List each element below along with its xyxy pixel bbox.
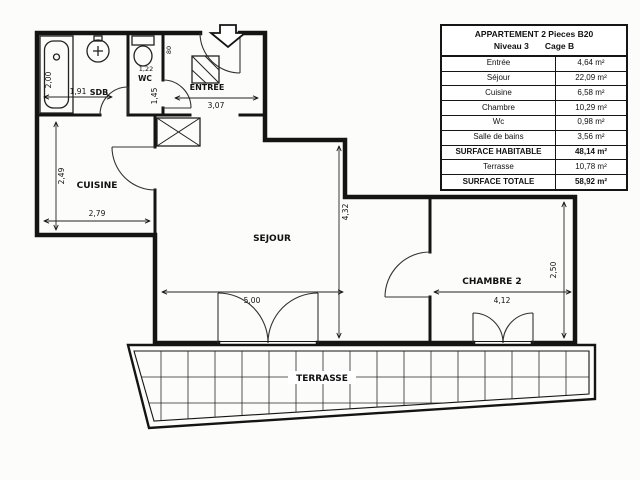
terrace-inner-edge	[133, 350, 590, 422]
sink-icon	[86, 35, 110, 63]
area-row-terrasse: Terrasse 10,78 m²	[442, 159, 626, 175]
dim-wc-depth: 80	[165, 46, 173, 54]
dim-sejour-height: 4,32	[341, 203, 350, 220]
room-area: 3,56 m²	[577, 132, 605, 142]
room-area: 6,58 m²	[577, 87, 605, 97]
terrace-tiles	[134, 351, 589, 421]
room-label-sdb: SDB	[90, 88, 109, 97]
level-label: Niveau 3	[493, 40, 529, 51]
area-row-salle-de-bains: Salle de bains 3,56 m²	[442, 129, 626, 145]
apartment-subtitle: Niveau 3 Cage B	[444, 41, 624, 53]
room-name: Séjour	[442, 71, 556, 86]
area-row-surface-habitable: SURFACE HABITABLE 48,14 m²	[442, 144, 626, 160]
apartment-title: APPARTEMENT 2 Pieces B20	[474, 29, 594, 39]
room-name: Salle de bains	[442, 130, 556, 145]
door-swings	[99, 32, 534, 344]
terrace-outer-edge	[126, 343, 597, 430]
chambre-french-door-left	[472, 312, 504, 344]
duct-shaft-icon	[191, 55, 220, 84]
room-name: SURFACE TOTALE	[442, 175, 556, 189]
sejour-french-door-right	[267, 292, 319, 344]
fixtures	[39, 35, 220, 147]
room-label-terrasse: TERRASSE	[296, 374, 348, 384]
entry-arrow-icon	[208, 24, 248, 49]
room-name: Entrée	[442, 56, 556, 71]
area-row-wc: Wc 0,98 m²	[442, 114, 626, 130]
dim-sdb-height: 2,00	[44, 71, 53, 88]
chambre-french-door-right	[502, 312, 534, 344]
chambre-door-arc	[384, 251, 431, 298]
wc-door-arc	[162, 79, 192, 109]
room-label-cuisine: CUISINE	[77, 181, 118, 191]
room-area: 48,14 m²	[574, 147, 607, 157]
dim-wc-width: 1,22	[139, 65, 153, 73]
dimension-lines	[44, 97, 571, 338]
room-area: 4,64 m²	[577, 58, 605, 68]
dim-entree-width: 3,07	[208, 101, 225, 110]
area-row-chambre: Chambre 10,29 m²	[442, 100, 626, 115]
dim-chambre-height: 2,50	[549, 261, 558, 278]
dim-cuisine-height: 2,49	[57, 167, 66, 184]
room-area: 22,09 m²	[575, 73, 607, 83]
area-row-cuisine: Cuisine 6,58 m²	[442, 85, 626, 101]
room-name: Cuisine	[442, 86, 556, 101]
dimension-labels: 2,00 1,91 1,22 80 1,45 3,07 2,49 2,79 4,…	[44, 46, 558, 305]
room-name: SURFACE HABITABLE	[442, 145, 556, 160]
dim-sdb-width: 1,91	[70, 87, 87, 96]
room-area: 58,92 m²	[574, 176, 607, 186]
terrace	[126, 343, 597, 430]
room-name: Wc	[442, 115, 556, 130]
bathtub-icon	[39, 35, 74, 114]
room-name: Chambre	[442, 101, 556, 115]
room-area: 10,29 m²	[575, 102, 607, 112]
area-row-sejour: Séjour 22,09 m²	[442, 70, 626, 86]
interior-walls	[35, 31, 432, 345]
room-area: 0,98 m²	[577, 117, 605, 127]
cuisine-door-arc	[111, 146, 156, 191]
entry-door-arc	[199, 32, 241, 74]
dim-entree-height: 1,45	[150, 87, 159, 104]
room-label-sejour: SEJOUR	[253, 234, 291, 244]
room-label-chambre2: CHAMBRE 2	[462, 277, 521, 287]
exterior-walls	[34, 30, 578, 346]
area-row-entree: Entrée 4,64 m²	[442, 56, 626, 71]
dim-sejour-width: 5,00	[244, 296, 261, 305]
room-area: 10,78 m²	[575, 161, 607, 171]
room-label-wc: WC	[138, 74, 152, 83]
closet-icon	[156, 117, 201, 147]
area-row-surface-totale: SURFACE TOTALE 58,92 m²	[442, 174, 626, 189]
room-name: Terrasse	[442, 160, 556, 175]
table-title-block: APPARTEMENT 2 Pieces B20 Niveau 3 Cage B	[442, 26, 626, 57]
room-label-entree: ENTREE	[190, 83, 225, 92]
cage-label: Cage B	[544, 40, 575, 51]
room-labels: SDB WC ENTREE CUISINE SEJOUR CHAMBRE 2 T…	[77, 74, 522, 384]
dim-cuisine-width: 2,79	[89, 209, 106, 218]
dim-chambre-width: 4,12	[494, 296, 511, 305]
toilet-icon	[131, 35, 155, 67]
